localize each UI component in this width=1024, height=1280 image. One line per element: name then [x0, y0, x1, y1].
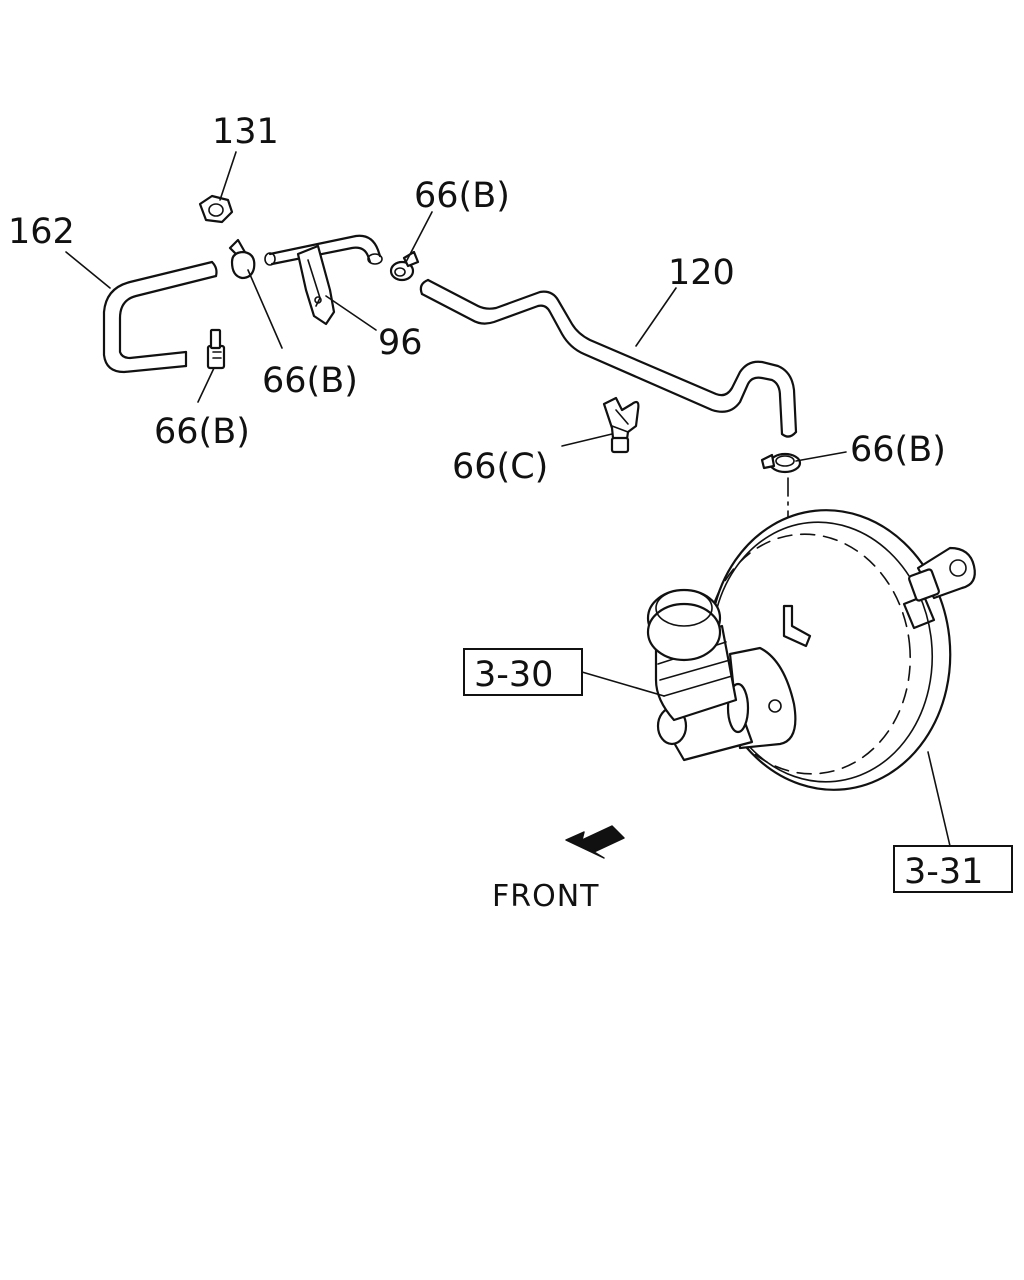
clamp-66b-upper-left[interactable] [228, 238, 256, 280]
callout-162: 162 [8, 212, 75, 252]
clip-66c[interactable] [602, 396, 640, 454]
callout-96: 96 [378, 323, 423, 363]
leader-66b-top [405, 211, 433, 263]
hose-162[interactable] [102, 260, 218, 374]
leader-3-30 [581, 671, 665, 697]
callout-66c: 66(C) [452, 447, 548, 487]
callout-66b-upper-left: 66(B) [262, 361, 358, 401]
clamp-66b-right[interactable] [760, 452, 802, 474]
clamp-66b-lower-left[interactable] [206, 328, 226, 370]
pipe-bracket-96[interactable] [264, 234, 383, 326]
leader-66b-lower-left [197, 367, 215, 403]
leader-66b-right [795, 451, 847, 462]
callout-120: 120 [668, 253, 735, 293]
ref-box-3-31[interactable]: 3-31 [893, 845, 1013, 893]
ref-box-3-30[interactable]: 3-30 [463, 648, 583, 696]
leader-131 [219, 151, 237, 201]
master-cylinder-3-30[interactable] [646, 588, 754, 762]
leader-3-31 [927, 751, 951, 847]
front-direction-arrow-icon [565, 825, 625, 859]
hose-120[interactable] [419, 278, 798, 438]
nut-131[interactable] [198, 194, 234, 224]
callout-131: 131 [212, 112, 279, 152]
callout-66b-top: 66(B) [414, 176, 510, 216]
leader-96 [325, 295, 377, 331]
ref-3-30-label: 3-30 [474, 655, 553, 695]
front-label: FRONT [492, 879, 599, 914]
ref-3-31-label: 3-31 [904, 852, 983, 892]
leader-66c [561, 433, 613, 447]
leader-66b-upper-left [247, 269, 283, 349]
callout-66b-right: 66(B) [850, 430, 946, 470]
clamp-66b-top[interactable] [389, 250, 420, 282]
leader-120 [635, 287, 677, 347]
brake-booster-3-31[interactable] [694, 498, 976, 802]
leader-162 [65, 251, 111, 289]
callout-66b-lower-left: 66(B) [154, 412, 250, 452]
